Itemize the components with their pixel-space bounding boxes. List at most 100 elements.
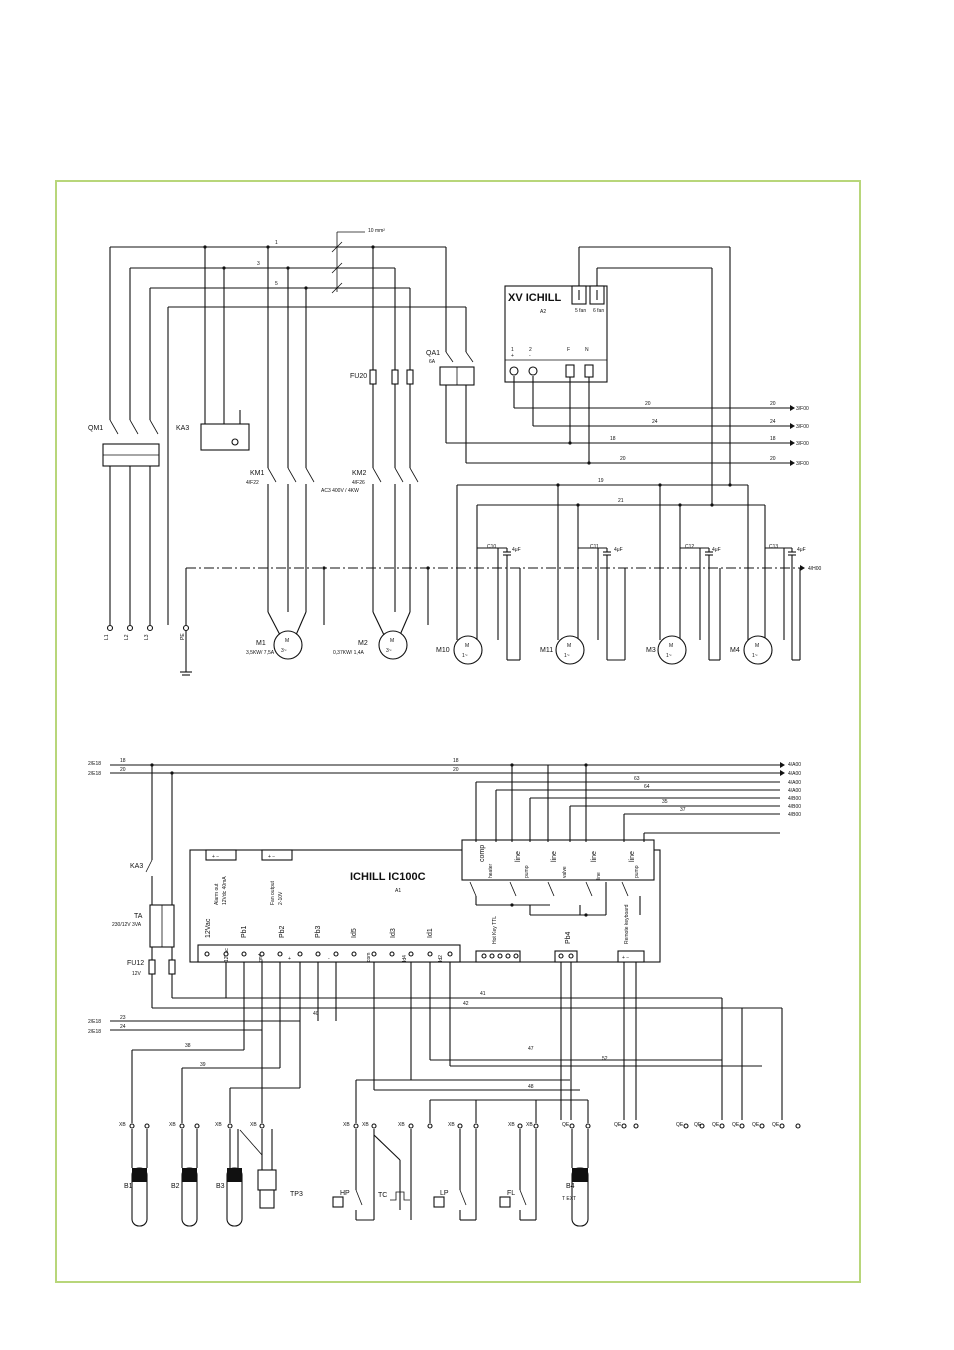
sensor-b4: B4 T EXT — [562, 1129, 589, 1227]
m1-label: M1 — [256, 640, 266, 647]
controller-ref: A1 — [395, 888, 401, 894]
svg-text:QE: QE — [694, 1122, 702, 1128]
svg-text:TC: TC — [378, 1192, 387, 1199]
xv-title: XV ICHILL — [508, 292, 561, 304]
qa1-label: QA1 — [426, 350, 440, 357]
supply-l3: L3 — [144, 634, 150, 640]
svg-text:pump: pump — [634, 865, 640, 878]
svg-text:XB: XB — [448, 1122, 455, 1128]
bus-label-1: 1 — [275, 240, 278, 246]
ka3-contact-label: KA3 — [130, 863, 143, 870]
svg-text:12Vdc 40mA: 12Vdc 40mA — [222, 876, 228, 905]
svg-text:+: + — [511, 353, 514, 359]
qa1-rating: 6A — [429, 359, 436, 365]
svg-text:2/E18: 2/E18 — [88, 1019, 101, 1025]
svg-text:1~: 1~ — [564, 653, 570, 659]
km2-ref: 4/F26 — [352, 480, 365, 486]
sensor-tp3: TP3 — [239, 1129, 303, 1209]
svg-text:HP: HP — [340, 1190, 350, 1197]
m1-type: 3~ — [281, 648, 287, 654]
svg-text:Pb3: Pb3 — [315, 925, 322, 938]
svg-text:+ −: + − — [212, 854, 219, 860]
svg-text:12Vac: 12Vac — [205, 918, 212, 938]
bus-label-3: 3 — [257, 261, 260, 267]
svg-text:48: 48 — [528, 1084, 534, 1090]
svg-text:52: 52 — [602, 1056, 608, 1062]
ta-label: TA — [134, 913, 143, 920]
svg-text:4/A00: 4/A00 — [788, 780, 801, 786]
xv-fan5: 5 fan — [575, 308, 586, 314]
svg-text:FL: FL — [507, 1190, 515, 1197]
svg-text:XB: XB — [169, 1122, 176, 1128]
svg-text:3/F00: 3/F00 — [796, 461, 809, 467]
terminal-row-xb-qe: XB XB XB XB XB XB XB XB XB XB QE QE QE Q… — [119, 1122, 801, 1129]
svg-text:C11: C11 — [590, 544, 599, 550]
svg-text:F: F — [567, 347, 570, 353]
ta-note: 230/12V 3VA — [112, 922, 142, 928]
svg-text:TP3: TP3 — [290, 1191, 303, 1198]
supply-pe: PE — [180, 633, 186, 640]
svg-text:4μF: 4μF — [712, 547, 721, 553]
svg-text:2-10V: 2-10V — [278, 891, 284, 905]
svg-text:35: 35 — [662, 799, 668, 805]
sensor-b3: B3 — [216, 1129, 243, 1227]
fan-motor-m11: M 1~ M11 C11 4μF — [540, 485, 626, 665]
svg-text:19: 19 — [598, 478, 604, 484]
svg-text:18: 18 — [610, 436, 616, 442]
m10-label: M10 — [436, 647, 450, 654]
svg-text:+ −: + − — [622, 955, 629, 961]
svg-text:20: 20 — [770, 456, 776, 462]
svg-text:24: 24 — [120, 1024, 126, 1030]
svg-text:Id3: Id3 — [390, 928, 397, 938]
m2-label: M2 — [358, 640, 368, 647]
svg-text:20: 20 — [770, 401, 776, 407]
svg-text:M: M — [465, 643, 469, 649]
fan-out-label: Fan output — [270, 880, 276, 905]
svg-text:18: 18 — [770, 436, 776, 442]
fan-motor-m4: M 1~ M4 C13 4μF — [730, 485, 806, 665]
svg-text:20: 20 — [620, 456, 626, 462]
svg-text:Id2: Id2 — [438, 955, 444, 962]
svg-text:N: N — [585, 347, 589, 353]
fan-motor-m10: M 1~ M10 C10 4μF — [436, 485, 521, 665]
pe-ref: 4/H00 — [808, 566, 822, 572]
b4-note: T EXT — [562, 1196, 576, 1202]
svg-text:20: 20 — [645, 401, 651, 407]
svg-text:XB: XB — [508, 1122, 515, 1128]
fu12-label: FU12 — [127, 960, 144, 967]
svg-text:B4: B4 — [566, 1183, 575, 1190]
svg-text:20: 20 — [453, 767, 459, 773]
xv-ref: A2 — [540, 309, 546, 315]
svg-text:line: line — [596, 872, 602, 880]
svg-text:18: 18 — [120, 758, 126, 764]
input-terminals: 12Vac Pb1 Pb2 Pb3 Id5 Id3 Id1 12Vac gnd … — [205, 918, 444, 962]
svg-text:4/A00: 4/A00 — [788, 788, 801, 794]
km1-label: KM1 — [250, 470, 265, 477]
svg-text:4/B00: 4/B00 — [788, 796, 801, 802]
svg-text:Id5: Id5 — [351, 928, 358, 938]
xv-fan6: 6 fan — [593, 308, 604, 314]
svg-text:47: 47 — [528, 1046, 534, 1052]
svg-text:C12: C12 — [685, 544, 694, 550]
svg-text:pump: pump — [524, 865, 530, 878]
svg-text:+: + — [288, 956, 291, 962]
km1-ref: 4/F22 — [246, 480, 259, 486]
svg-text:3/F00: 3/F00 — [796, 406, 809, 412]
m4-label: M4 — [730, 647, 740, 654]
switch-lp: LP — [433, 1129, 477, 1221]
supply-l2: L2 — [124, 634, 130, 640]
switch-hp: HP — [332, 1129, 375, 1221]
svg-text:Id4: Id4 — [402, 955, 408, 962]
fu12-note: 12V — [132, 971, 142, 977]
svg-text:XB: XB — [119, 1122, 126, 1128]
pb4-label: Pb4 — [565, 931, 572, 944]
svg-text:XB: XB — [526, 1122, 533, 1128]
svg-text:38: 38 — [185, 1043, 191, 1049]
m3-label: M3 — [646, 647, 656, 654]
switch-fl: FL — [499, 1129, 537, 1221]
ka3-label: KA3 — [176, 425, 189, 432]
km2-note: AC3 400V / 4KW — [321, 488, 359, 494]
svg-text:XB: XB — [250, 1122, 257, 1128]
svg-text:XB: XB — [362, 1122, 369, 1128]
